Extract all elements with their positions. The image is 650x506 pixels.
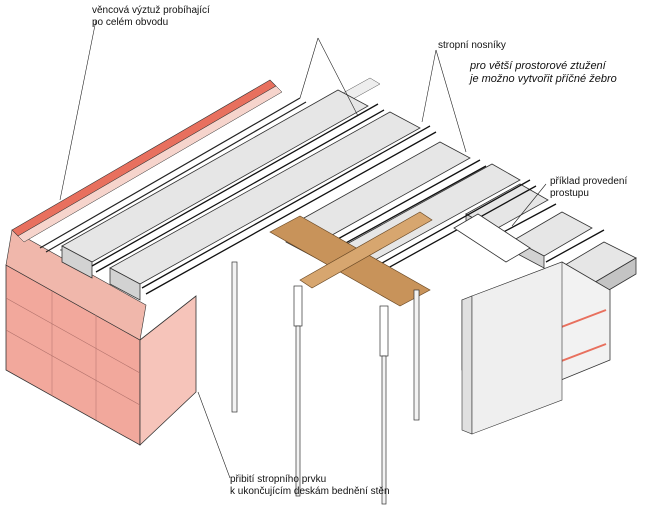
timber-shoring [269,211,433,307]
props [231,261,420,505]
right-wall [453,213,611,435]
leader-lines [59,19,547,479]
nailing-note-label-line2: k ukončujícím deskám bednění stěn [230,486,390,497]
left-wall [5,229,197,446]
slab-2 [109,111,421,301]
spatial-stiffening-label-line1: pro větší prostorové ztužení [470,60,606,72]
opening-example-label-line1: příklad provedení [550,176,628,187]
nailing-note-label-line1: přibití stropního prvku [230,474,327,485]
spatial-stiffening-label-line2: je možno vytvořit příčné žebro [470,73,617,85]
back-wall [11,79,307,253]
left-wall-side-face [139,295,197,446]
opening-example-label: příklad provedení prostupu [550,176,627,200]
spatial-stiffening-label: pro větší prostorové ztužení je možno vy… [470,60,617,86]
lattice-beams [91,103,605,295]
ring-reinforcement-label-line1: věncová výztuž probíhající [92,5,210,16]
slabs [61,89,637,301]
back-wall-top [17,85,283,243]
ceiling-beams-label: stropní nosníky [438,40,506,51]
ring-reinforcement-label: věncová výztuž probíhající po celém obvo… [92,5,210,29]
ring-reinforcement-label-line2: po celém obvodu [92,17,169,28]
left-wall-top-edge [5,229,147,341]
opening-frame [453,213,531,263]
opening-example-label-line2: prostupu [550,188,589,199]
slab-1 [61,89,369,279]
nailing-note-label: přibití stropního prvku k ukončujícím de… [230,474,390,498]
